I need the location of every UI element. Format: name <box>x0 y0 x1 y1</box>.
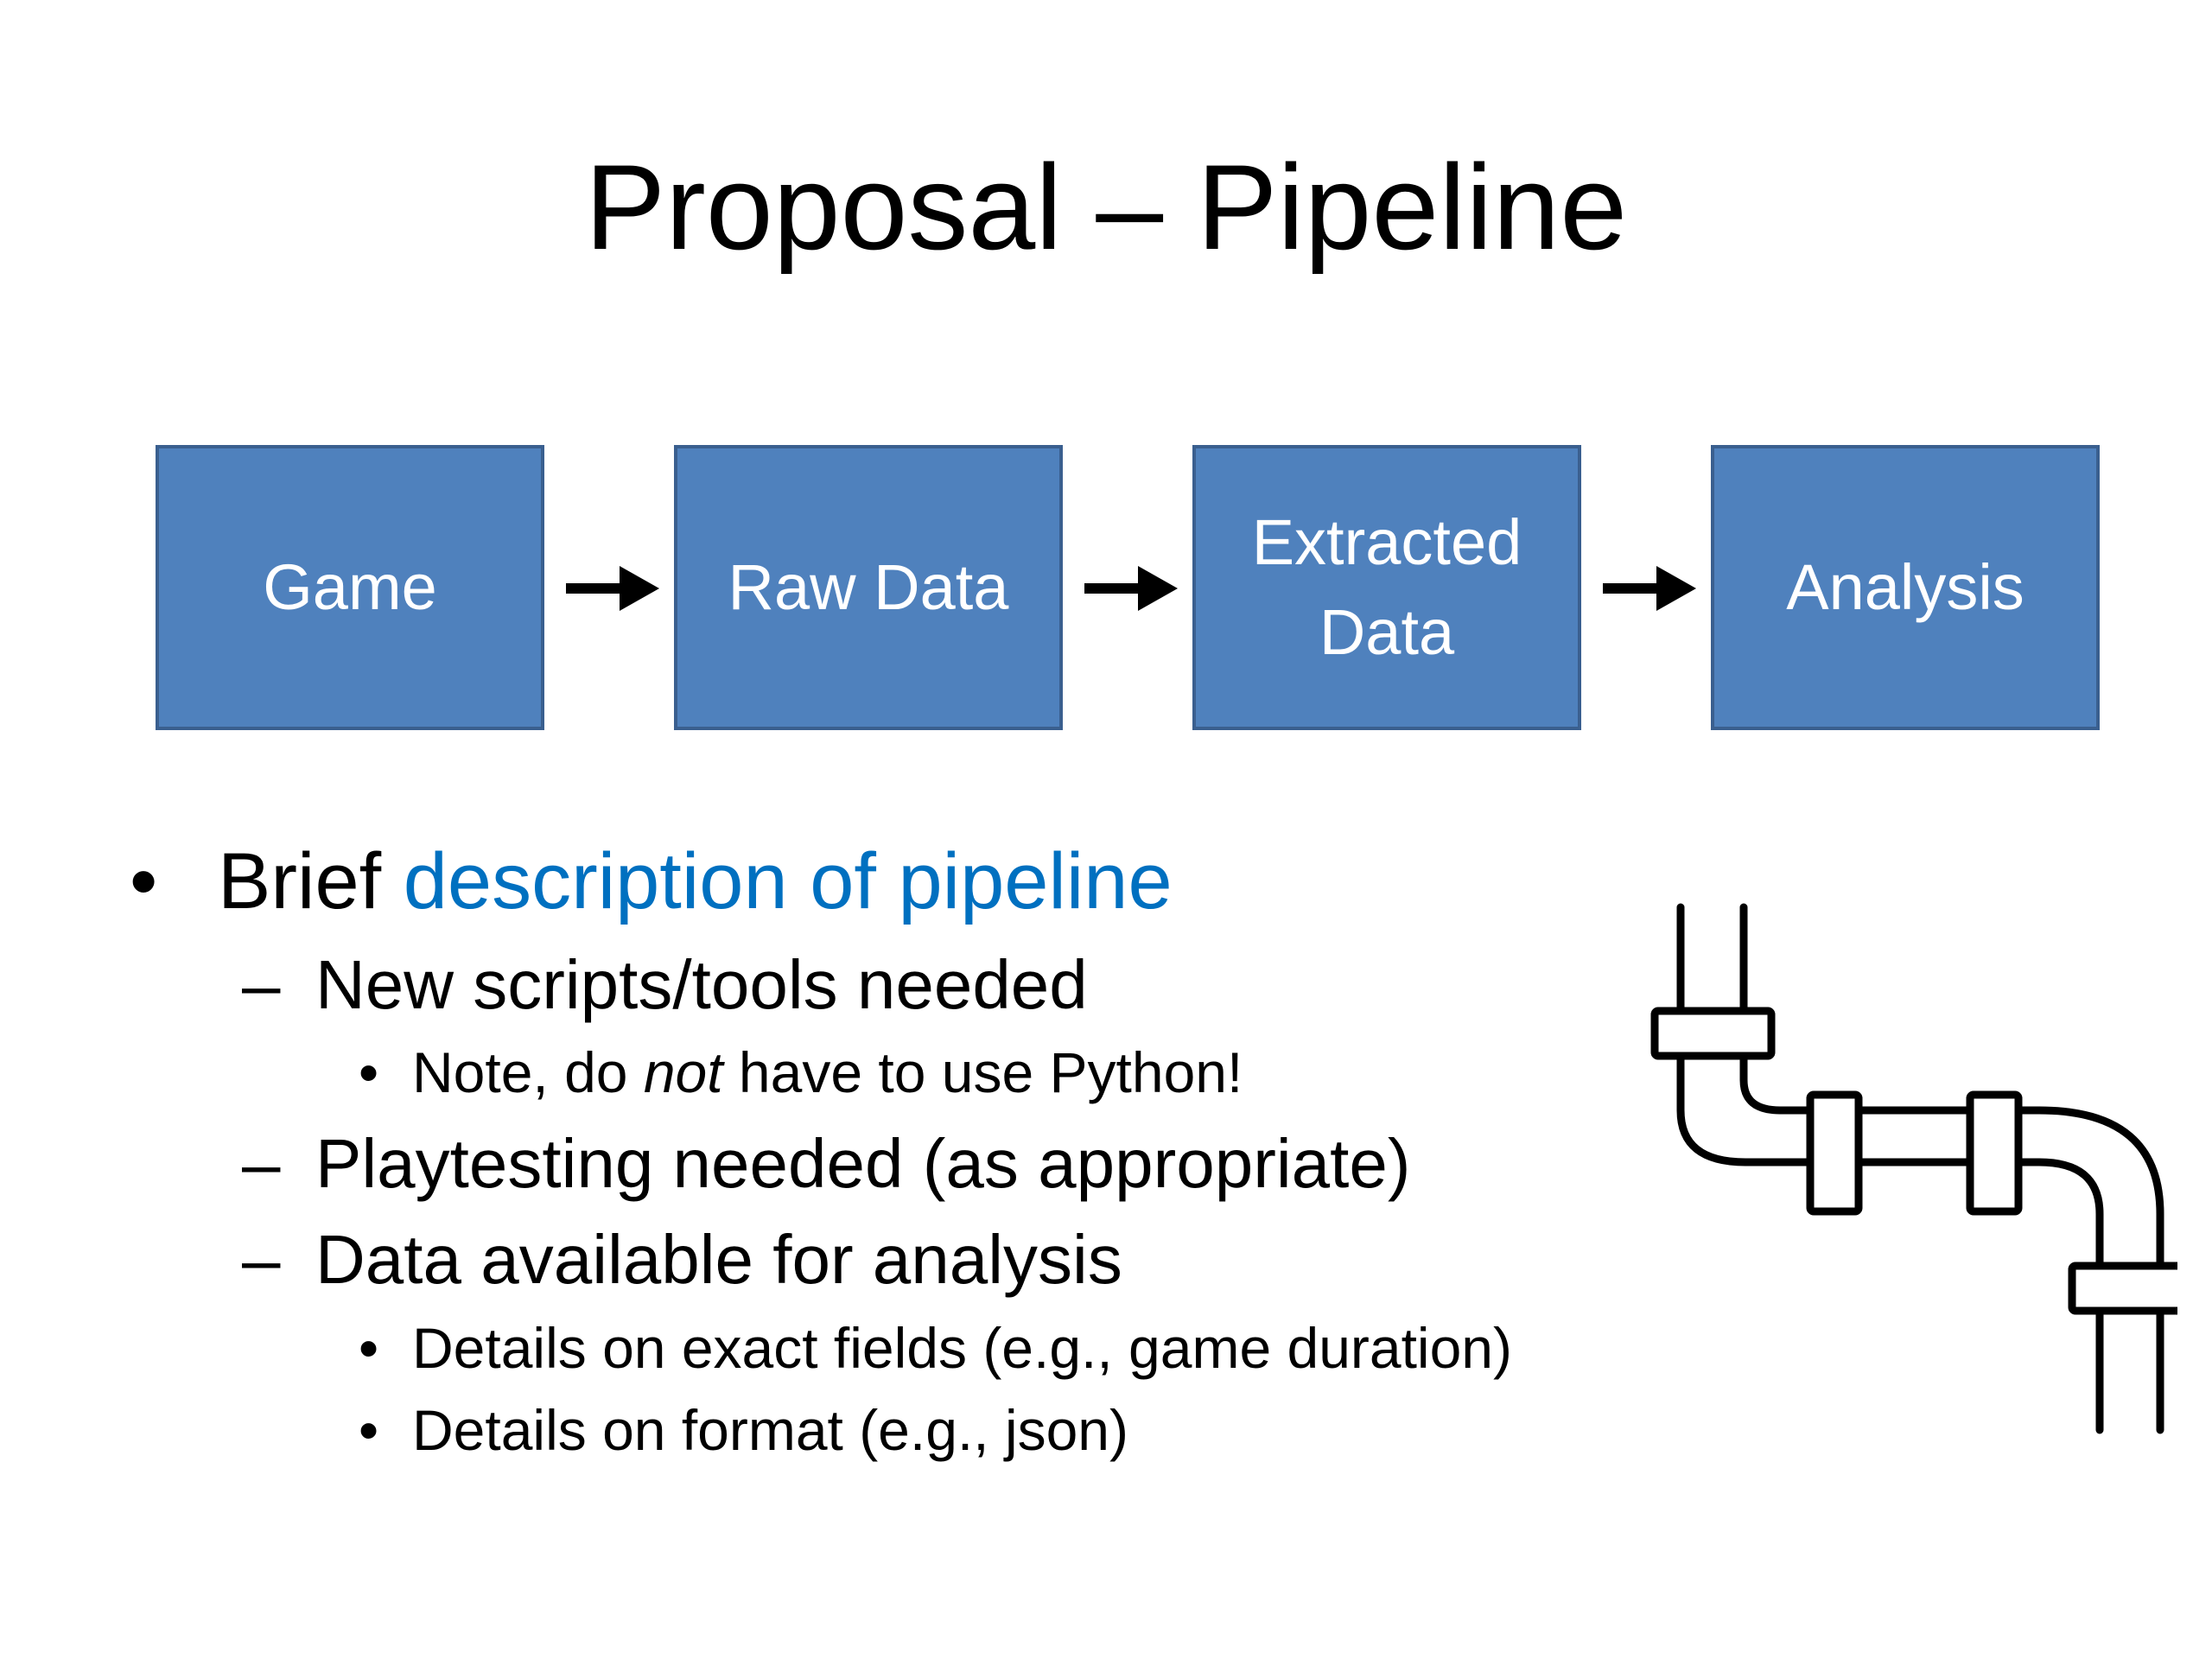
flow-box-label: Extracted Data <box>1251 506 1522 668</box>
bullet-text-accent: description of pipeline <box>403 837 1173 925</box>
flow-box-label: Game <box>263 551 437 623</box>
bullet-marker: • <box>359 1040 379 1104</box>
dash-marker: – <box>242 1221 281 1298</box>
dash-marker: – <box>242 946 281 1023</box>
bullet-text-emphasis: not <box>643 1040 723 1104</box>
arrow-right-icon <box>1084 566 1178 611</box>
bullet-text: New scripts/tools needed <box>315 946 1088 1023</box>
bullet-text: Details on format (e.g., json) <box>412 1398 1128 1462</box>
bullet-text: Playtesting needed (as appropriate) <box>315 1125 1411 1202</box>
flow-box-raw-data: Raw Data <box>674 445 1063 730</box>
flow-box-game: Game <box>156 445 544 730</box>
bullet-text: Details on exact fields (e.g., game dura… <box>412 1316 1512 1380</box>
flow-box-analysis: Analysis <box>1711 445 2100 730</box>
bullet-text-prefix: Brief <box>218 837 404 925</box>
flow-box-extracted-data: Extracted Data <box>1192 445 1581 730</box>
arrow-right-icon <box>566 566 659 611</box>
flow-box-label: Raw Data <box>728 551 1009 623</box>
bullet-text-part: Note, do <box>412 1040 644 1104</box>
bullet-text: Brief description of pipeline <box>218 830 1173 933</box>
bullet-text: Data available for analysis <box>315 1221 1122 1298</box>
flow-box-label: Analysis <box>1786 551 2024 623</box>
slide-title: Proposal – Pipeline <box>584 139 1628 275</box>
bullet-marker: • <box>130 837 158 925</box>
pipe-icon <box>1650 903 2177 1434</box>
bullet-text: Note, do not have to use Python! <box>412 1033 1243 1111</box>
bullet-marker: • <box>359 1398 379 1462</box>
arrow-right-icon <box>1603 566 1696 611</box>
bullet-text-part: have to use Python! <box>722 1040 1243 1104</box>
dash-marker: – <box>242 1125 281 1202</box>
bullet-marker: • <box>359 1316 379 1380</box>
